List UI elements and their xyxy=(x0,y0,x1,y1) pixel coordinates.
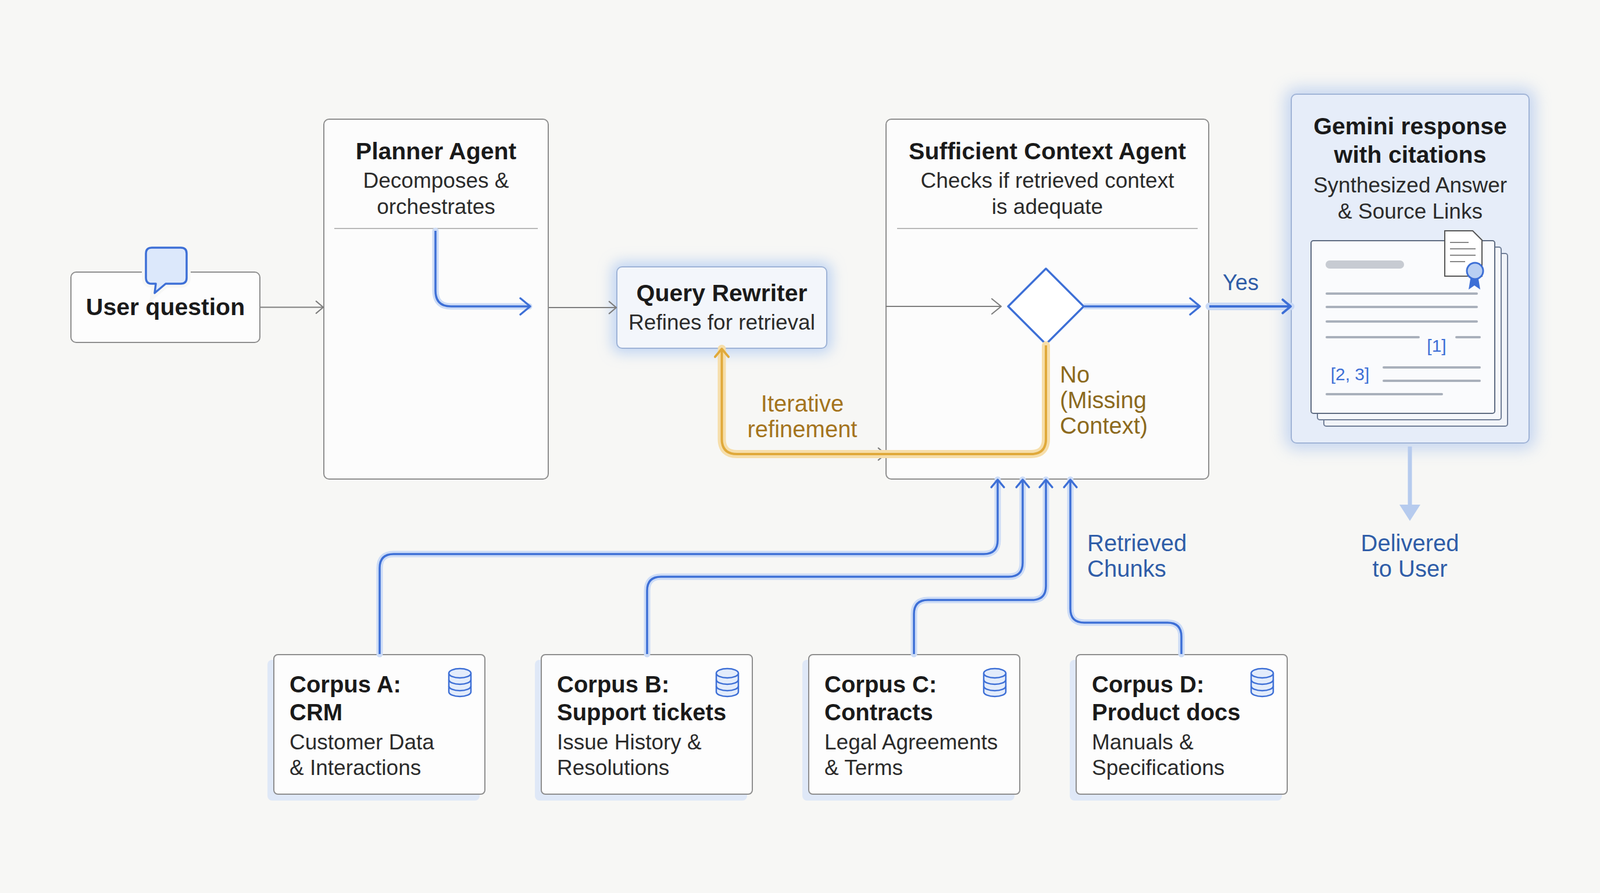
node-description: Manuals & Specifications xyxy=(1091,729,1267,782)
connector xyxy=(548,301,617,314)
connector xyxy=(827,448,886,461)
connector xyxy=(647,479,1030,655)
node-title: Query Rewriter xyxy=(636,279,808,308)
node-title: Corpus C: Contracts xyxy=(824,670,999,727)
node-description: Refines for retrieval xyxy=(628,309,816,336)
input-box: User question xyxy=(70,271,261,344)
citation-marker: [1] xyxy=(1418,336,1455,356)
connector-line xyxy=(1209,305,1291,308)
node-description: Synthesized Answer & Source Links xyxy=(1308,172,1513,225)
corpus-box: Corpus B: Support ticketsIssue History &… xyxy=(540,654,753,795)
arrow-head xyxy=(1016,479,1030,488)
branch-label: No (Missing Context) xyxy=(1059,361,1168,439)
connector-halo xyxy=(647,479,1023,655)
flow-note: Retrieved Chunks xyxy=(1087,530,1221,582)
connector-halo xyxy=(1209,302,1291,311)
delivery-arrow xyxy=(1408,446,1413,507)
corpus-box: Corpus C: ContractsLegal Agreements & Te… xyxy=(808,654,1021,795)
output-box: Gemini response with citationsSynthesize… xyxy=(1290,93,1530,444)
connector xyxy=(260,301,324,314)
connector-halo xyxy=(379,479,998,655)
node-description: Decomposes & orchestrates xyxy=(348,168,524,220)
corpus-box: Corpus D: Product docsManuals & Specific… xyxy=(1075,654,1288,795)
corpus-box: Corpus A: CRMCustomer Data & Interaction… xyxy=(273,654,486,795)
node-description: Customer Data & Interactions xyxy=(289,729,444,782)
process-box: Query RewriterRefines for retrieval xyxy=(616,266,828,349)
connector-line xyxy=(913,479,1046,655)
arrow-head xyxy=(1039,479,1053,488)
node-title: Gemini response with citations xyxy=(1303,112,1517,170)
connector-halo xyxy=(913,479,1046,655)
arrow-head xyxy=(715,348,729,357)
arrow-head xyxy=(1282,299,1291,313)
connector-line xyxy=(548,306,617,309)
node-title: Sufficient Context Agent xyxy=(886,137,1209,166)
flow-note: Delivered to User xyxy=(1351,530,1469,582)
edge-label: Yes xyxy=(1211,270,1270,296)
connector xyxy=(379,479,1005,655)
delivery-arrow-head xyxy=(1399,504,1421,521)
connector xyxy=(913,479,1053,655)
node-title: User question xyxy=(86,293,245,322)
node-description: Checks if retrieved context is adequate xyxy=(915,168,1180,220)
arrow-head xyxy=(316,301,324,314)
edge-label: Iterative refinement xyxy=(735,390,870,442)
connector xyxy=(1209,299,1291,313)
connector-line xyxy=(260,306,324,308)
node-title: Corpus B: Support tickets xyxy=(556,670,732,727)
arrow-head xyxy=(878,448,886,461)
node-title: Planner Agent xyxy=(324,137,548,166)
agent-box: Sufficient Context AgentChecks if retrie… xyxy=(885,118,1210,480)
node-description: Issue History & Resolutions xyxy=(556,729,732,782)
connector-line xyxy=(647,479,1023,655)
connector-line xyxy=(379,479,998,655)
agent-box: Planner AgentDecomposes & orchestrates xyxy=(323,118,549,480)
arrow-head xyxy=(1063,479,1077,488)
connector-line xyxy=(827,453,886,455)
node-title: Corpus A: CRM xyxy=(289,670,418,727)
citation-marker: [2, 3] xyxy=(1320,364,1380,384)
arrow-head xyxy=(991,479,1005,488)
node-description: Legal Agreements & Terms xyxy=(824,729,1010,782)
node-title: Corpus D: Product docs xyxy=(1091,670,1267,727)
arrow-head xyxy=(609,301,617,314)
